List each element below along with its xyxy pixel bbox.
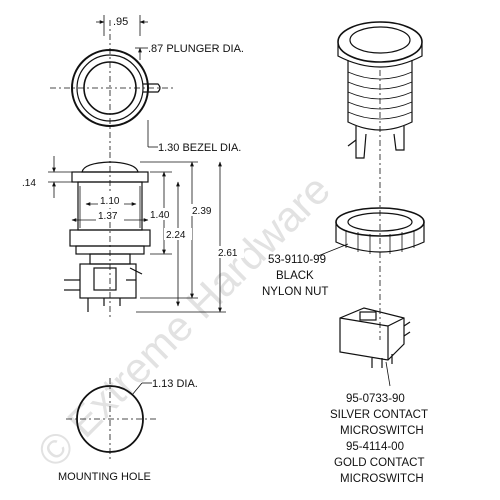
dim-hole-dia: 1.13 DIA. bbox=[152, 378, 198, 390]
switch2-part-number: 95-4114-00 bbox=[346, 441, 404, 453]
dim-inner-137: 1.37 bbox=[98, 211, 118, 222]
switch1-part-number: 95-0733-90 bbox=[346, 393, 405, 405]
switch1-name-line1: SILVER CONTACT bbox=[330, 409, 428, 421]
watermark: © Extreme Hardware bbox=[28, 165, 339, 476]
top-view: .95 .87 PLUNGER DIA. 1.30 BEZEL DIA. bbox=[50, 15, 244, 154]
dim-plunger-dia: .87 PLUNGER DIA. bbox=[148, 43, 244, 55]
dim-height-224: 2.24 bbox=[166, 230, 186, 241]
switch2-name-line1: GOLD CONTACT bbox=[334, 457, 425, 469]
dim-inner-110: 1.10 bbox=[100, 196, 120, 207]
exploded-view: 53-9110-99 BLACK NYLON NUT 95-0733-90 SI… bbox=[262, 21, 428, 485]
side-view: .14 1.10 1.37 1.40 2.39 2.24 2.61 bbox=[22, 152, 244, 320]
nut-color: BLACK bbox=[276, 270, 314, 282]
nut-name: NYLON NUT bbox=[262, 286, 328, 298]
dim-top-width: .95 bbox=[113, 16, 128, 28]
mounting-hole-view: 1.13 DIA. MOUNTING HOLE bbox=[58, 378, 198, 483]
switch1-name-line2: MICROSWITCH bbox=[340, 425, 424, 437]
dim-bezel-dia: 1.30 BEZEL DIA. bbox=[158, 142, 241, 154]
nut-part-number: 53-9110-99 bbox=[268, 254, 326, 266]
switch2-name-line2: MICROSWITCH bbox=[340, 473, 424, 485]
dim-height-140: 1.40 bbox=[150, 210, 170, 221]
dim-height-239: 2.39 bbox=[192, 206, 212, 217]
mounting-hole-label: MOUNTING HOLE bbox=[58, 471, 151, 483]
dim-height-261: 2.61 bbox=[218, 248, 238, 259]
dim-bezel-height: .14 bbox=[22, 178, 36, 189]
